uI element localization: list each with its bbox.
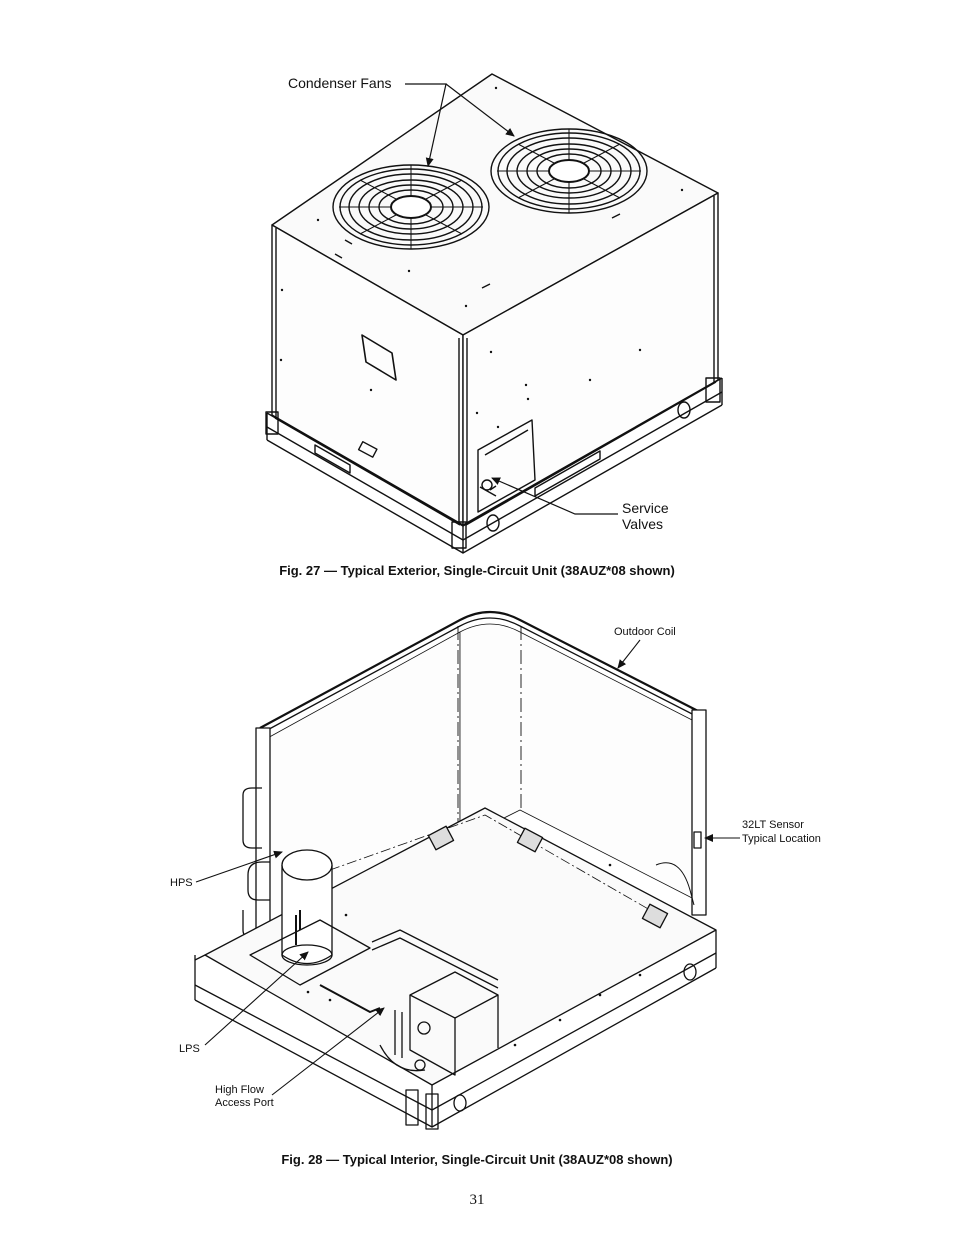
figure-28-caption: Fig. 28 — Typical Interior, Single-Circu… <box>281 1152 673 1167</box>
figure-27: Condenser Fans Service Valves <box>0 60 954 560</box>
sensor-label: 32LT Sensor Typical Location <box>742 819 821 845</box>
exterior-unit-drawing <box>265 73 723 554</box>
service-valves-label: Service Valves <box>622 500 669 532</box>
outdoor-coil-label: Outdoor Coil <box>614 626 676 638</box>
lps-label: LPS <box>179 1043 200 1055</box>
hps-label: HPS <box>170 877 193 889</box>
high-flow-access-port-label: High Flow Access Port <box>215 1084 274 1109</box>
condenser-fans-label: Condenser Fans <box>288 75 392 91</box>
page-number: 31 <box>469 1192 485 1208</box>
figure-28: Outdoor Coil 32LT Sensor Typical Locatio… <box>0 600 954 1145</box>
interior-unit-drawing <box>194 610 740 1130</box>
figure-27-caption: Fig. 27 — Typical Exterior, Single-Circu… <box>279 563 675 578</box>
